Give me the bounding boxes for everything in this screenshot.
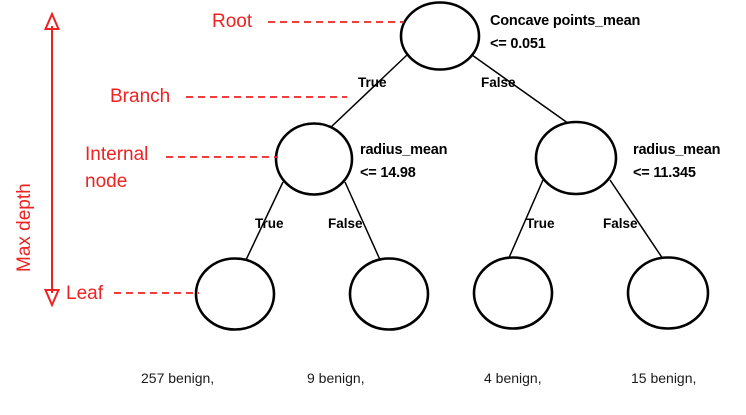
- node-internal-left[interactable]: [274, 122, 354, 196]
- internal-right-condition-line1: radius_mean: [633, 142, 721, 158]
- edge-right-internal-to-leaf3: [507, 179, 544, 261]
- annotation-branch-label: Branch: [110, 86, 171, 107]
- edge-root-to-right-internal: [471, 54, 573, 127]
- edge-label-root-right: False: [481, 75, 516, 90]
- node-leaf-4[interactable]: [626, 256, 710, 330]
- annotation-max-depth-label: Max depth: [14, 183, 35, 272]
- leaf-1-text-block: 257 benign, 7 malignant Predict -> benig…: [141, 325, 214, 415]
- node-root[interactable]: [399, 1, 481, 71]
- internal-left-condition-line2: <= 14.98: [360, 165, 416, 181]
- leaf-3-text-block: 4 benign, 0 malignant Predict -> benign: [484, 325, 556, 415]
- node-internal-right[interactable]: [534, 120, 618, 196]
- edge-left-internal-to-leaf1: [244, 181, 284, 263]
- edge-left-internal-to-leaf2: [344, 181, 382, 263]
- node-leaf-3[interactable]: [472, 256, 554, 330]
- leaf-4-text-block: 15 benign, 152 malignant Predict -> mali…: [631, 325, 719, 415]
- edge-root-to-left-internal: [329, 54, 408, 129]
- leaf-2-line1: 9 benign,: [307, 370, 365, 386]
- node-leaf-2[interactable]: [348, 257, 430, 331]
- annotation-leaf-label: Leaf: [66, 283, 103, 304]
- edge-right-internal-to-leaf4: [609, 179, 664, 260]
- leaf-2-text-block: 9 benign, 11 malignant Predict -> malign…: [307, 325, 386, 415]
- max-depth-arrow-down: [43, 289, 61, 308]
- internal-right-condition-line2: <= 11.345: [633, 165, 696, 181]
- annotation-internal-node-label-line2: node: [85, 171, 128, 192]
- annotation-internal-node-label-line1: Internal: [85, 144, 149, 165]
- max-depth-arrow-up: [43, 11, 61, 30]
- leaf-3-line1: 4 benign,: [484, 370, 542, 386]
- root-condition-line1: Concave points_mean: [490, 13, 641, 29]
- edge-label-right-internal-false: False: [603, 216, 638, 231]
- edge-label-left-internal-false: False: [328, 216, 363, 231]
- internal-left-condition-line1: radius_mean: [360, 142, 448, 158]
- edge-label-left-internal-true: True: [255, 216, 284, 231]
- leaf-1-line1: 257 benign,: [141, 370, 215, 386]
- root-condition-line2: <= 0.051: [490, 36, 546, 52]
- edge-label-right-internal-true: True: [526, 216, 555, 231]
- edge-label-root-left: True: [358, 75, 387, 90]
- annotation-root-label: Root: [212, 11, 253, 32]
- node-leaf-1[interactable]: [194, 257, 276, 331]
- leaf-4-line1: 15 benign,: [631, 370, 697, 386]
